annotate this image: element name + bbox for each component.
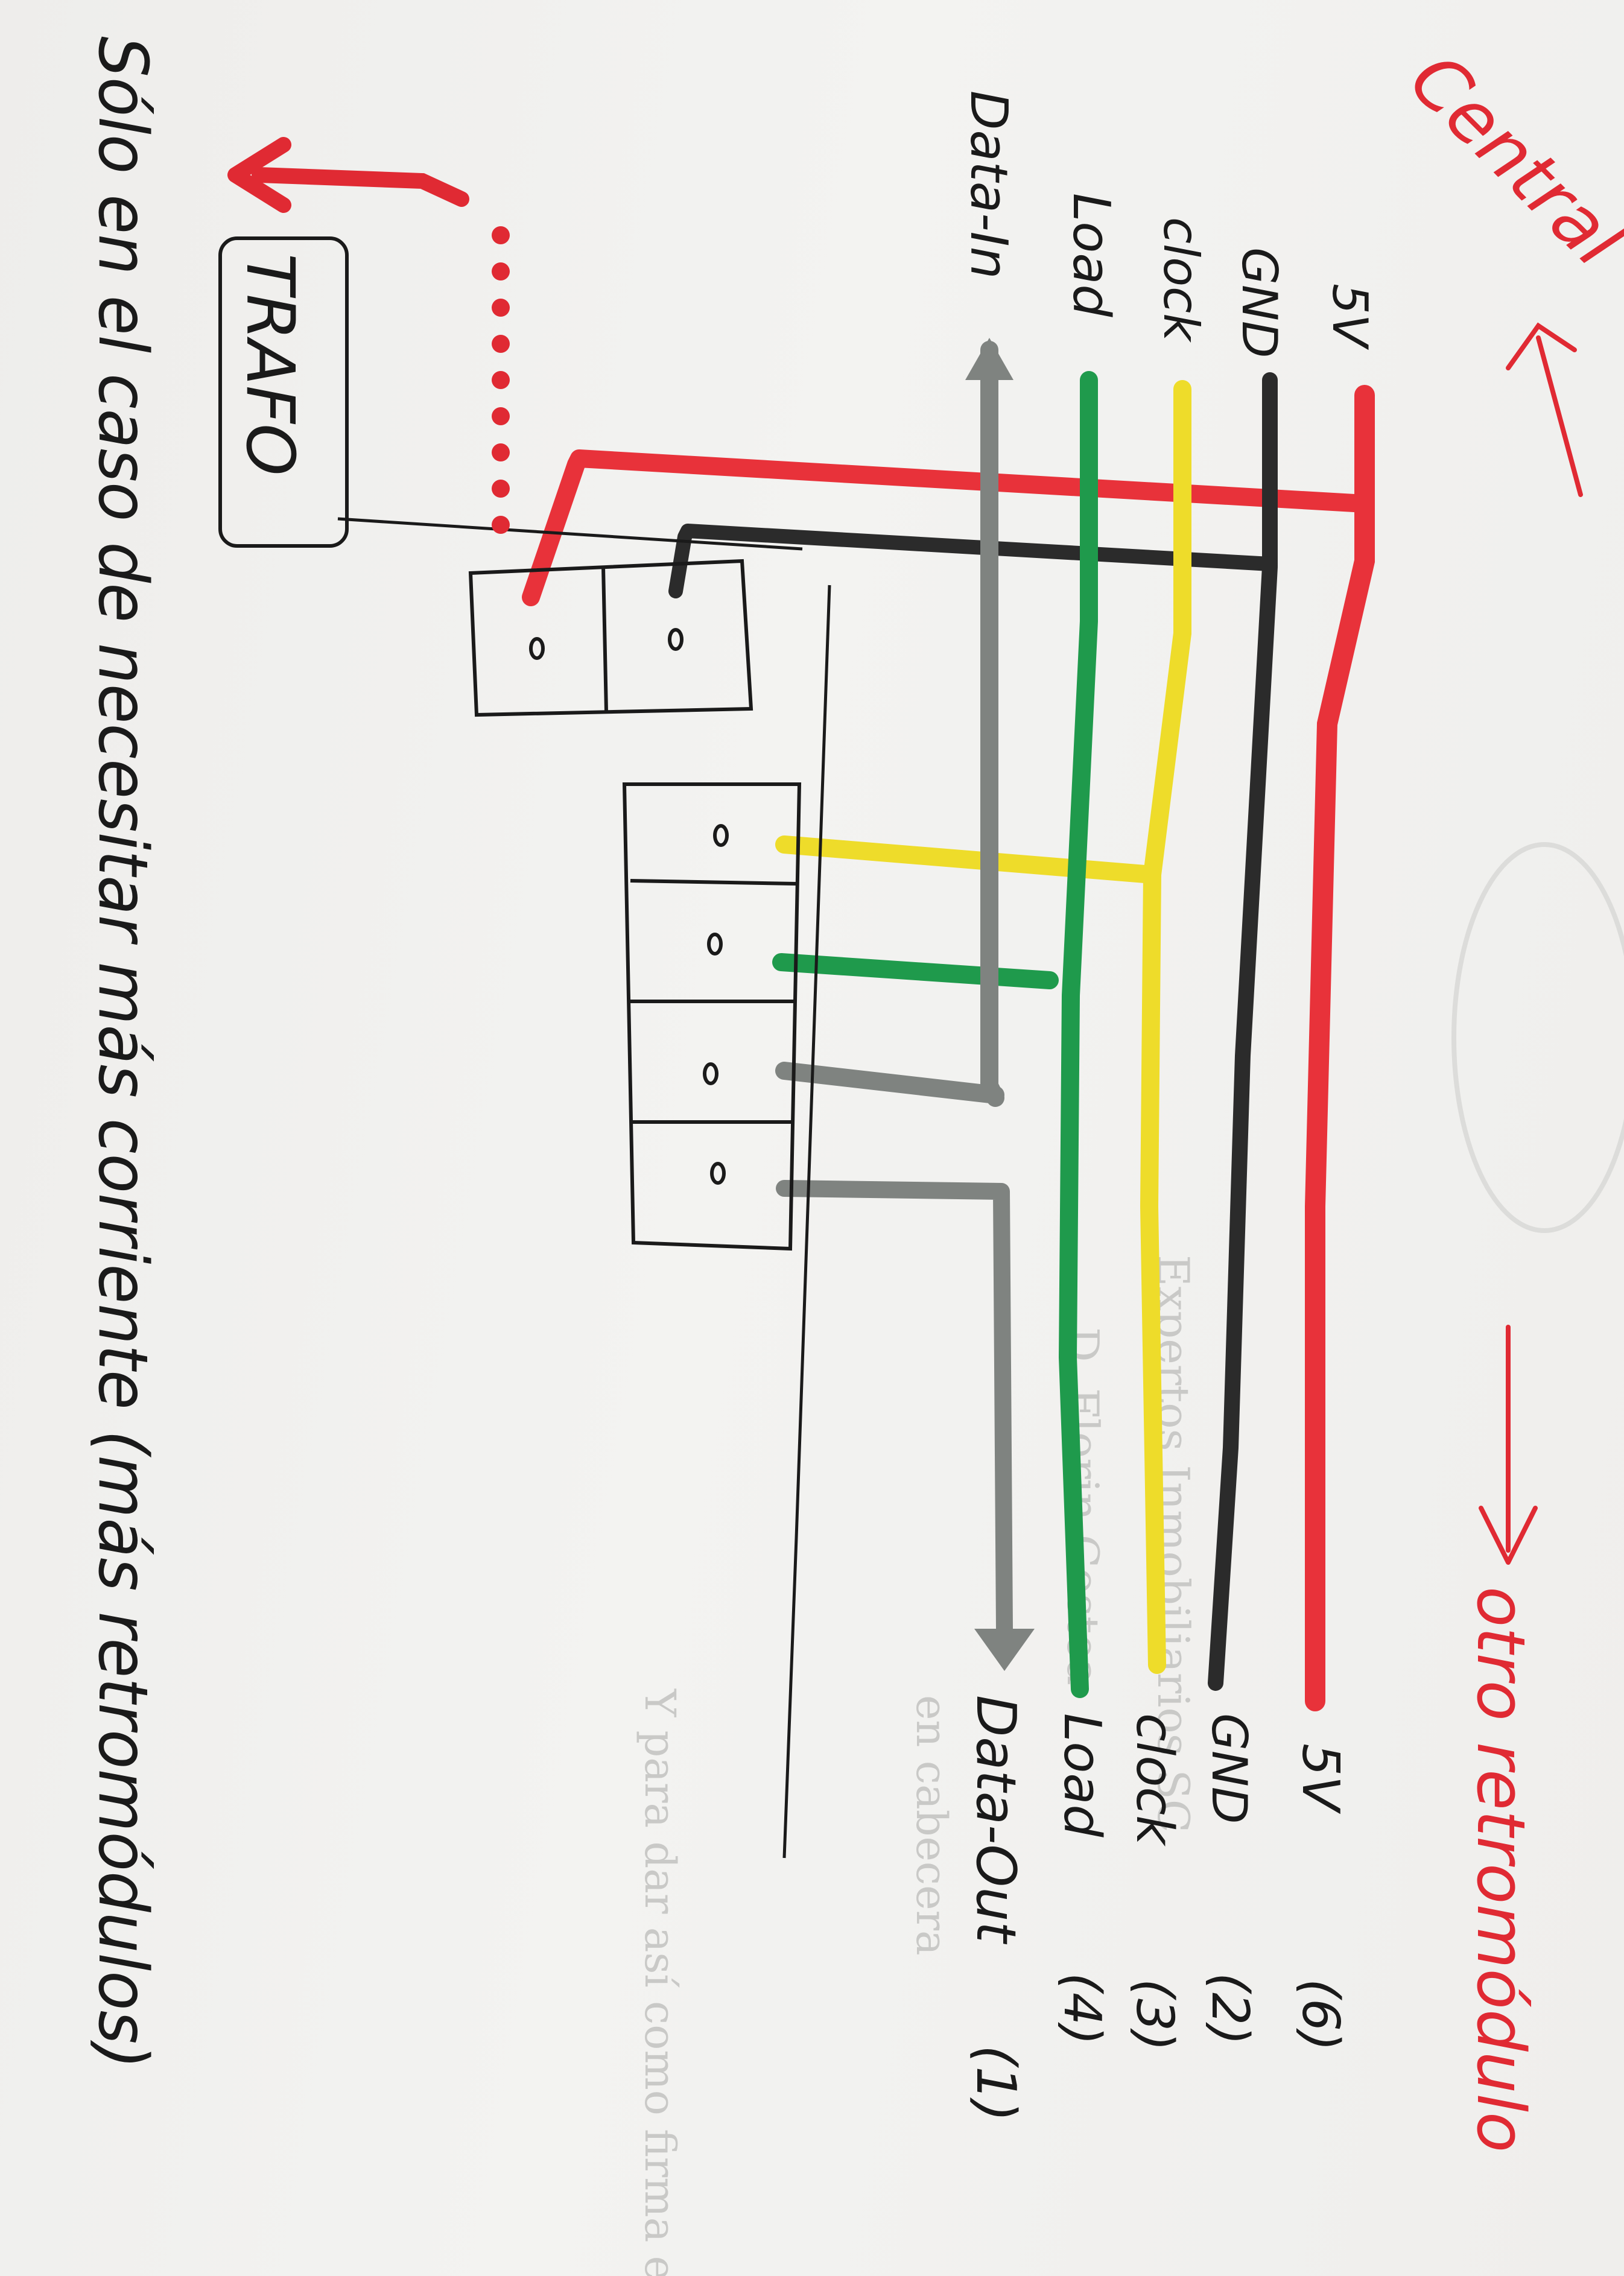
bus-load <box>772 371 1098 1698</box>
bus-5v <box>522 385 1375 1711</box>
bottom-label-clock-pin: (3) <box>1124 1979 1184 2051</box>
bottom-label-data-out: Data-Out <box>964 1695 1027 1945</box>
module-terminal-strip <box>622 782 802 1251</box>
bottom-label-gnd: GND <box>1201 1713 1257 1824</box>
trafo-terminal-screw-2 <box>668 628 684 651</box>
otro-arrow-icon <box>1479 1325 1538 1565</box>
bus-clock <box>775 380 1191 1674</box>
arrow-up-icon <box>965 338 1013 380</box>
module-screw-2 <box>707 933 723 956</box>
wire-clock-to-terminal <box>775 835 1161 884</box>
bus-data-in-vertical <box>980 341 1004 1107</box>
module-screw-4 <box>710 1162 726 1185</box>
bus-load-vertical <box>1058 371 1098 1698</box>
trafo-label: TRAFO <box>232 253 309 476</box>
module-screw-1 <box>713 824 729 847</box>
top-label-data-in: Data-In <box>959 90 1018 279</box>
bus-gnd-vertical <box>1208 372 1278 1691</box>
bottom-label-clock: clock <box>1124 1713 1184 1846</box>
top-bus-labels: 5V GND clock Load Data-In <box>959 90 1378 358</box>
wire-5v-to-trafo <box>522 449 1374 606</box>
arrow-left-icon <box>227 137 291 213</box>
module-terminal-outline <box>622 782 802 1251</box>
trafo-terminal-divider <box>601 566 608 712</box>
header-notes: Central otro retromódulo <box>1393 37 1624 2152</box>
top-label-load: Load <box>1061 193 1121 317</box>
wire-data-out-from-terminal <box>776 1180 1013 1637</box>
bottom-bus-labels: 5V (6) GND (2) clock (3) Load (4) Data-O… <box>964 1695 1350 2122</box>
arrow-down-icon <box>974 1629 1035 1671</box>
central-label: Central <box>1393 37 1624 283</box>
top-label-clock: clock <box>1153 217 1209 343</box>
bleed-through-text: Expertos Inmobiliarios SC D. Florin Cost… <box>635 1255 1199 2276</box>
bottom-label-5v-pin: (6) <box>1290 1979 1350 2051</box>
dotted-arrow-icon <box>227 137 510 534</box>
central-arrow-icon <box>1506 322 1583 497</box>
bottom-label-data-out-pin: (1) <box>964 2045 1027 2122</box>
module-screw-3 <box>703 1062 718 1085</box>
footnote: Sólo en el caso de necesitar más corrien… <box>83 36 162 2069</box>
bleed-line-3: en cabecera <box>907 1695 956 1956</box>
bleed-line-4: Y para dar así como firma es <box>635 1688 685 2276</box>
otro-retromodulo-label: otro retromódulo <box>1462 1587 1540 2152</box>
trafo-terminal-outline <box>468 559 753 717</box>
bleed-stamp <box>1451 842 1624 1233</box>
board-edge-thin <box>782 585 831 1859</box>
bus-5v-vertical <box>1305 385 1375 1711</box>
top-label-5v: 5V <box>1322 284 1378 350</box>
top-label-gnd: GND <box>1231 247 1287 358</box>
bus-data <box>775 338 1035 1671</box>
bottom-label-5v: 5V <box>1290 1743 1350 1815</box>
wire-data-in-to-terminal <box>775 1062 1004 1104</box>
bottom-label-load: Load <box>1052 1713 1112 1837</box>
bottom-label-load-pin: (4) <box>1052 1973 1112 2045</box>
trafo-terminal-block <box>468 559 753 717</box>
trafo-terminal-screw-1 <box>529 637 545 660</box>
module-divider-1 <box>630 879 797 886</box>
wire-load-to-terminal <box>772 953 1059 989</box>
trafo-box <box>218 236 349 548</box>
trafo-wire-thin <box>337 517 803 551</box>
bottom-label-gnd-pin: (2) <box>1200 1973 1260 2045</box>
